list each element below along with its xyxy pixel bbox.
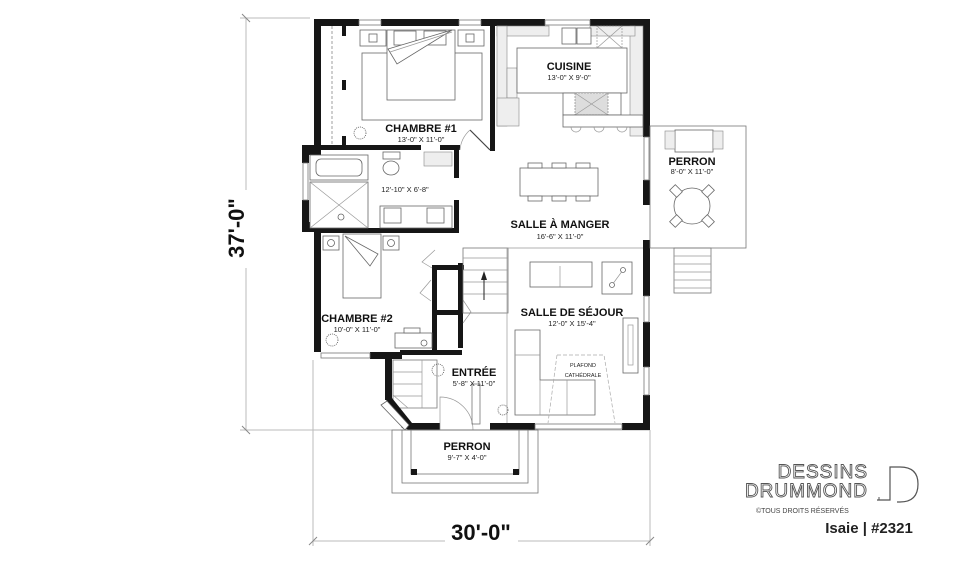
exterior-walls: [302, 19, 650, 430]
living-room-furniture: [497, 247, 643, 424]
front-porch: [391, 429, 539, 494]
chambre2-size: 10'-0" X 11'-0": [334, 325, 381, 334]
brand-rights: ©TOUS DROITS RÉSERVÉS: [756, 506, 849, 515]
cuisine-label: CUISINE: [547, 61, 592, 73]
depth-dimension: 37'-0": [224, 198, 249, 258]
chambre1-furniture: [353, 29, 491, 151]
perron-front-size: 9'-7" X 4'-0": [447, 453, 486, 462]
brand-line1: DESSINS: [778, 462, 868, 483]
chambre1-label: CHAMBRE #1: [385, 123, 457, 135]
perron-side-label: PERRON: [668, 156, 715, 168]
chambre2-furniture: [322, 233, 472, 349]
windows: [302, 19, 650, 430]
chambre1-size: 13'-0" X 11'-0": [398, 135, 445, 144]
interior-stairs: [462, 247, 509, 314]
brand-d-icon: [877, 466, 919, 503]
cuisine-size: 13'-0" X 9'-0": [547, 73, 591, 82]
interior-walls: [321, 19, 495, 355]
perron-front-label: PERRON: [443, 441, 490, 453]
plafond-label-1: PLAFOND: [570, 363, 596, 369]
brand-line2: DRUMMOND: [745, 481, 868, 502]
entree-size: 5'-8" X 11'-0": [453, 379, 496, 388]
perron-side-size: 8'-0" X 11'-0": [671, 167, 714, 176]
plan-title: Isaie | #2321: [825, 520, 913, 537]
entrance-stairs: [380, 359, 481, 431]
side-porch: [649, 125, 747, 294]
entree-label: ENTRÉE: [452, 366, 497, 379]
salle-manger-label: SALLE À MANGER: [511, 218, 610, 231]
dining-table: [519, 162, 599, 202]
salle-sejour-label: SALLE DE SÉJOUR: [521, 306, 624, 319]
plafond-label-2: CATHÉDRALE: [565, 372, 602, 379]
salle-sejour-size: 12'-0" X 15'-4": [548, 319, 596, 328]
salle-manger-size: 16'-6" X 11'-0": [537, 232, 584, 241]
chambre2-label: CHAMBRE #2: [321, 313, 393, 325]
bathroom-size: 12'-10" X 6'-8": [381, 185, 429, 194]
dimension-lines: [240, 13, 655, 546]
width-dimension: 30'-0": [451, 520, 511, 545]
bathroom-fixtures: [309, 151, 453, 229]
kitchen-counters: [496, 25, 644, 137]
brand-logo: DESSINS DRUMMOND ©TOUS DROITS RÉSERVÉS: [745, 462, 919, 515]
